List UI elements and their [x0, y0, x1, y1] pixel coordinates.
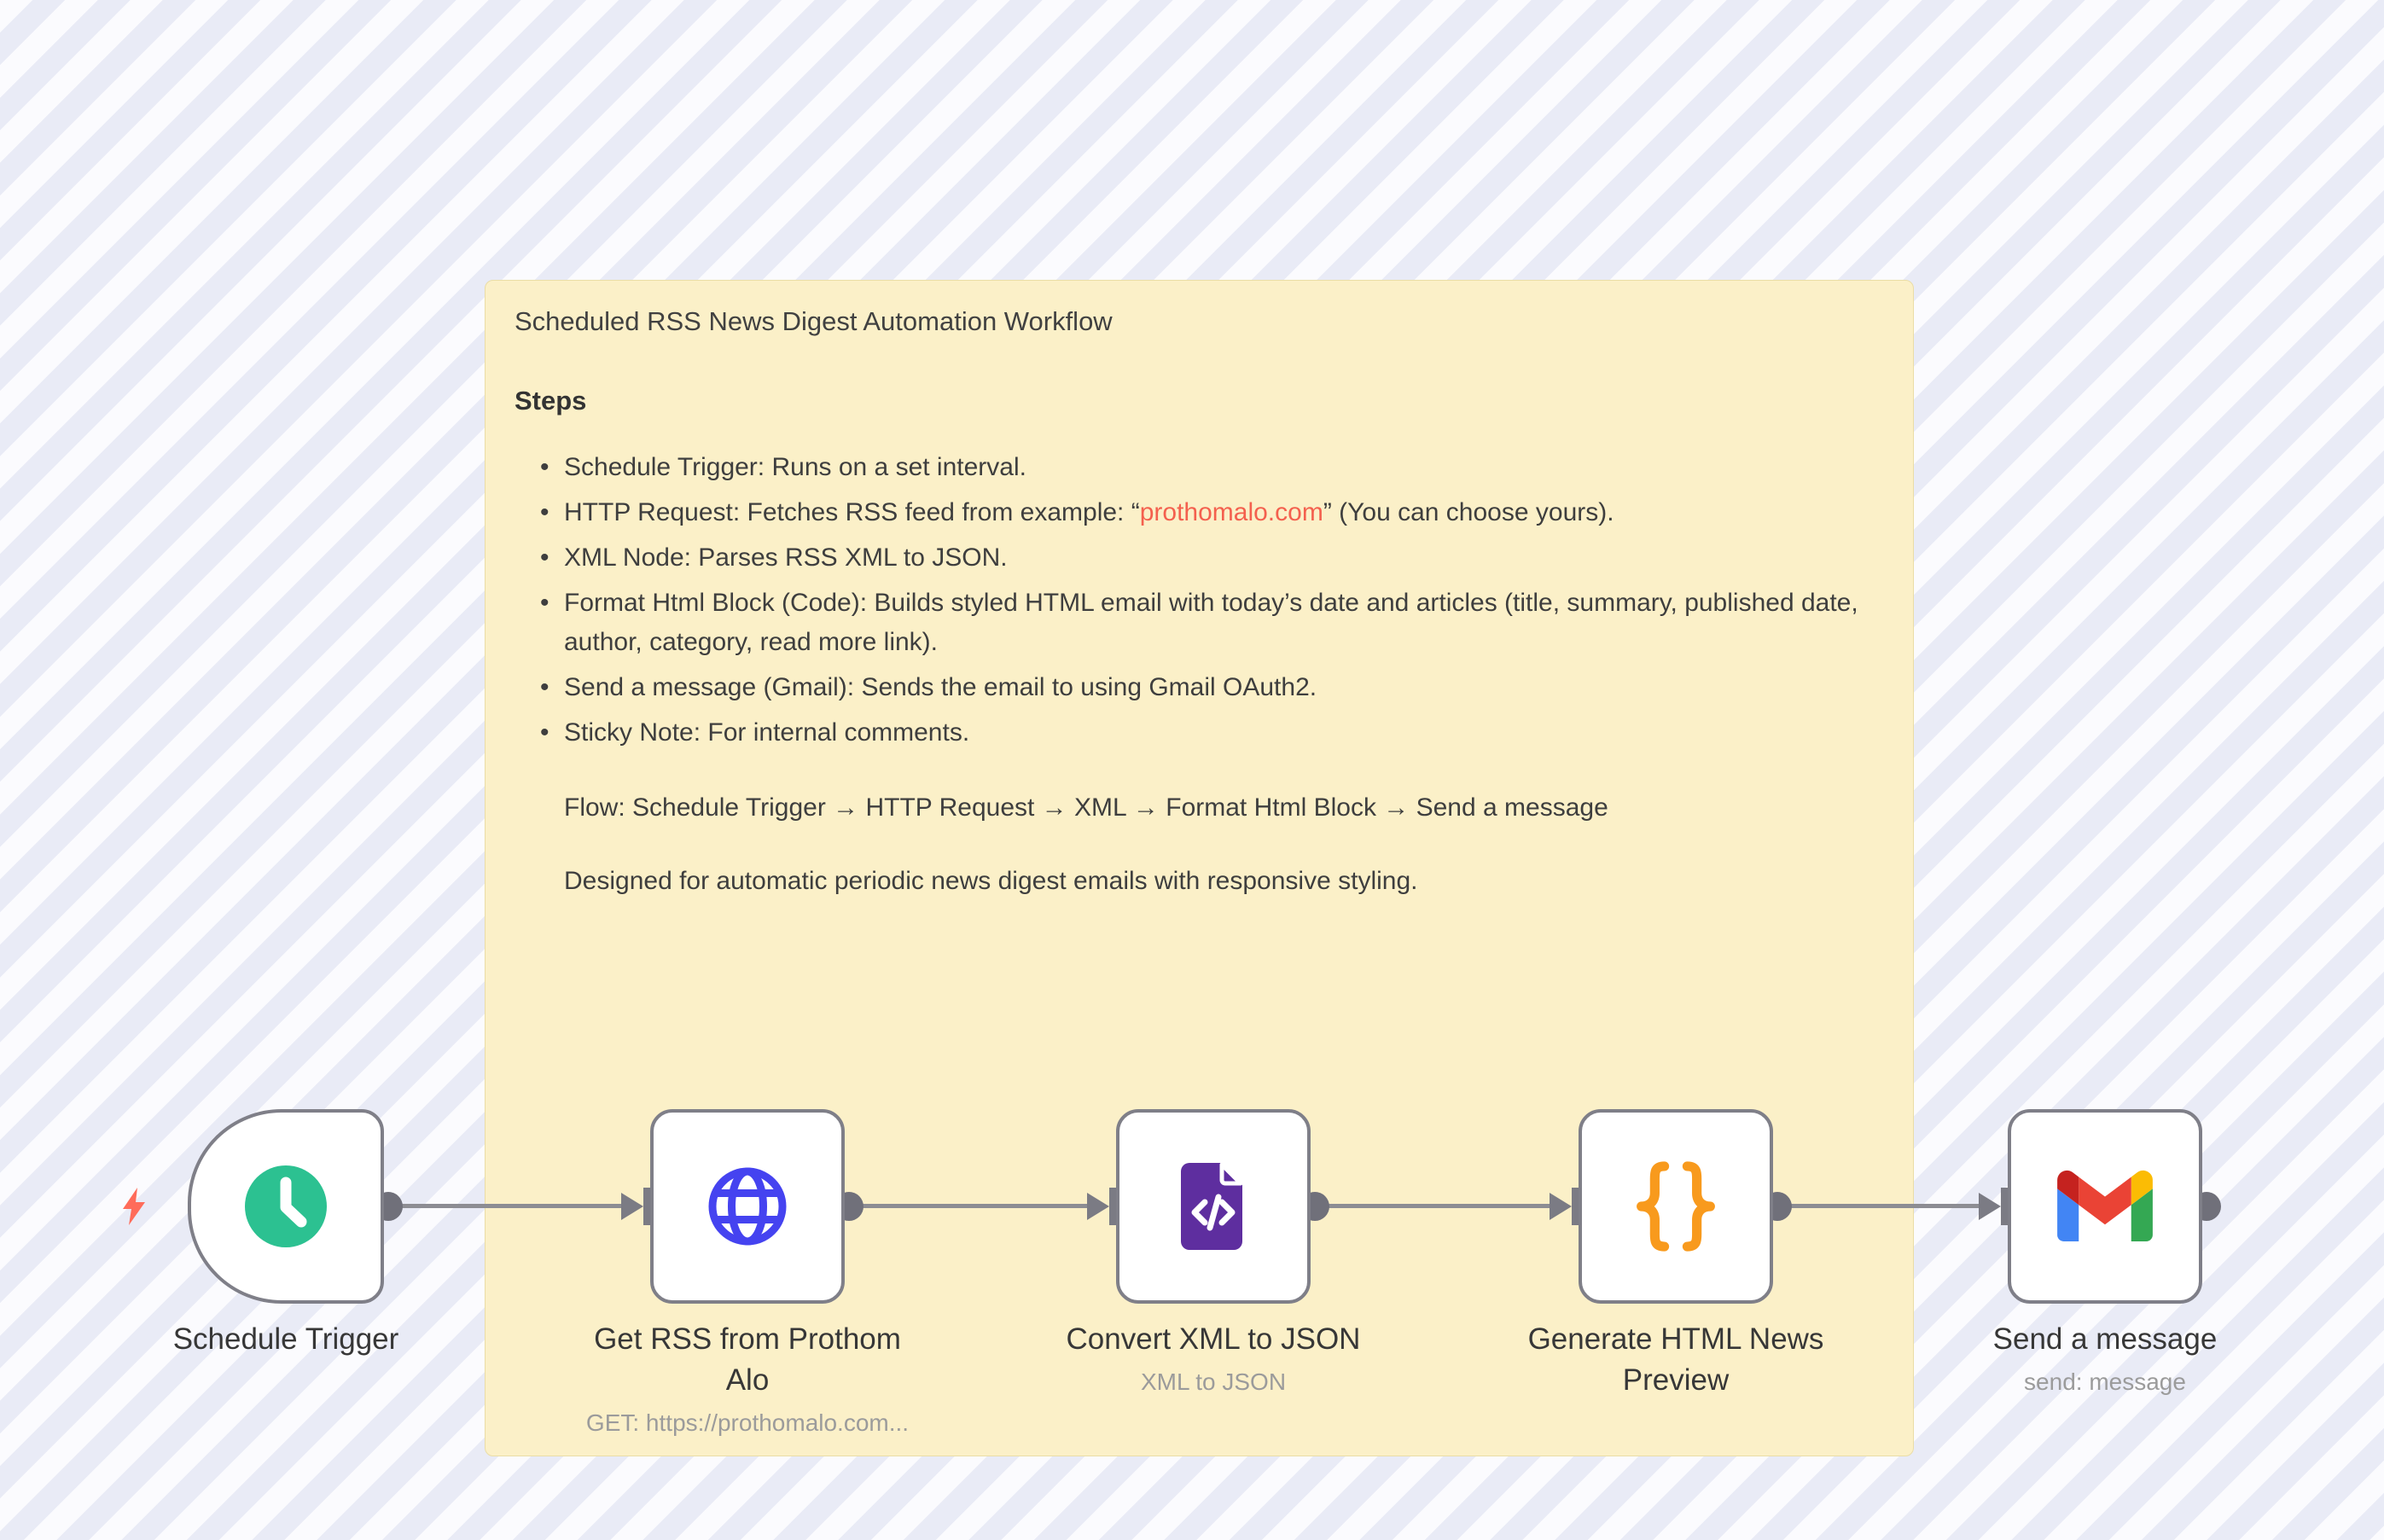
list-item: XML Node: Parses RSS XML to JSON.: [540, 538, 1884, 578]
node-sublabel-xml: XML to JSON: [1140, 1369, 1287, 1395]
curly-braces-icon: [1637, 1161, 1715, 1252]
node-label-gmail: Send a message: [1992, 1322, 2218, 1356]
node-sublabel-gmail: send: message: [2024, 1369, 2186, 1395]
list-item: HTTP Request: Fetches RSS feed from exam…: [540, 493, 1884, 532]
node-code[interactable]: [1579, 1109, 1773, 1304]
node-sublabel-http-request: GET: https://prothomalo.com...: [585, 1409, 910, 1436]
connection-line[interactable]: [1777, 1204, 1982, 1208]
node-label-code: Generate HTML News Preview: [1527, 1322, 1824, 1397]
connection-line[interactable]: [849, 1204, 1090, 1208]
design-note: Designed for automatic periodic news dig…: [564, 867, 1418, 895]
node-label-schedule-trigger: Schedule Trigger: [172, 1322, 399, 1356]
clock-icon: [245, 1165, 327, 1247]
xml-file-icon: [1181, 1162, 1243, 1250]
node-label-xml: Convert XML to JSON: [1066, 1322, 1361, 1356]
arrowhead-icon: [621, 1193, 643, 1220]
arrowhead-icon: [1550, 1193, 1572, 1220]
list-item: Format Html Block (Code): Builds styled …: [540, 584, 1884, 662]
node-label-http-request: Get RSS from Prothom Alo: [594, 1322, 901, 1397]
list-item: Sticky Note: For internal comments.: [540, 713, 1884, 753]
sticky-note-heading: Steps: [515, 386, 587, 416]
list-item: Schedule Trigger: Runs on a set interval…: [540, 448, 1884, 487]
prothomalo-link[interactable]: prothomalo.com: [1139, 498, 1323, 526]
globe-icon: [708, 1167, 787, 1246]
node-http-request[interactable]: [650, 1109, 845, 1304]
sticky-note-steps-list: Schedule Trigger: Runs on a set interval…: [515, 448, 1884, 753]
flow-summary: Flow: Schedule Trigger → HTTP Request → …: [564, 793, 1608, 822]
arrowhead-icon: [1979, 1193, 2001, 1220]
gmail-icon: [2057, 1170, 2153, 1241]
connection-line[interactable]: [384, 1204, 625, 1208]
lightning-bolt-icon: [123, 1188, 145, 1225]
connection-line[interactable]: [1315, 1204, 1553, 1208]
arrowhead-icon: [1087, 1193, 1109, 1220]
sticky-note-title: Scheduled RSS News Digest Automation Wor…: [515, 306, 1113, 336]
list-item: Send a message (Gmail): Sends the email …: [540, 668, 1884, 707]
